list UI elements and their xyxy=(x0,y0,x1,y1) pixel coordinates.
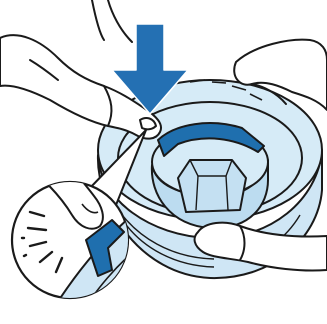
cap-center-post xyxy=(178,160,246,212)
